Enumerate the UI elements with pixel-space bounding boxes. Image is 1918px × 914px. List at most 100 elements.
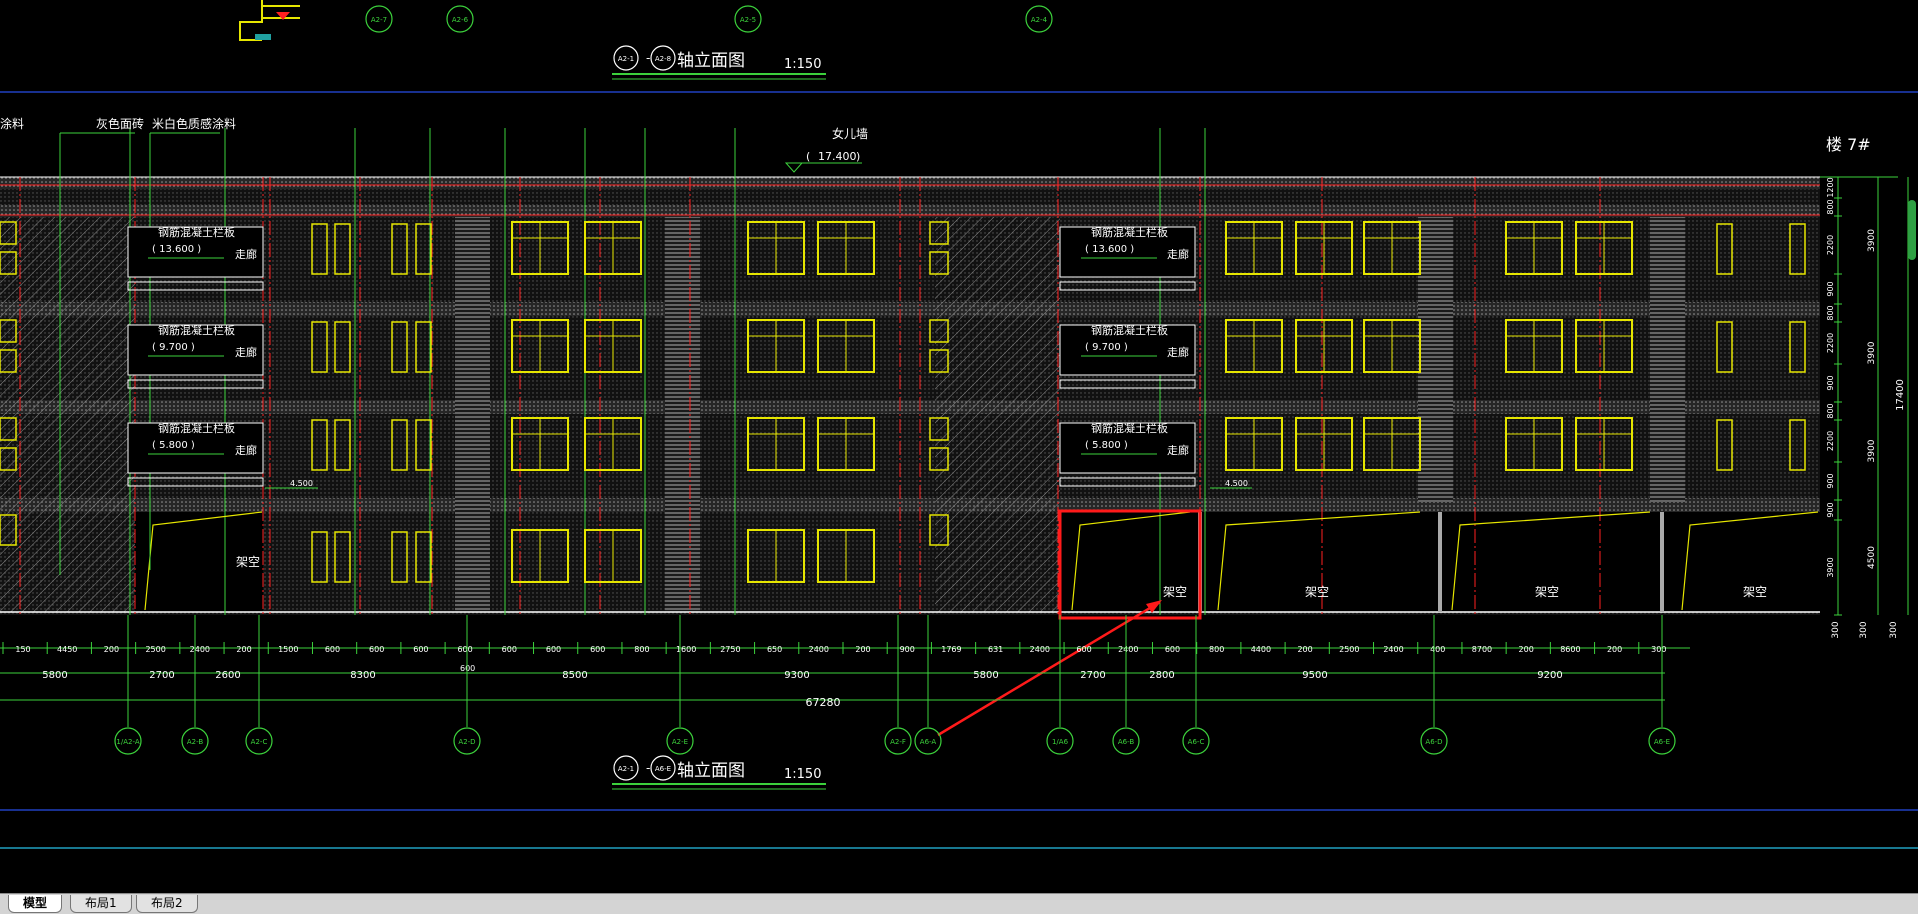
small-window [929,514,949,546]
dim-value: 600 [457,645,472,654]
tab-layout-1[interactable]: 布局1 [70,895,132,913]
dim-value: 2800 [1149,670,1174,681]
dim-value: 2700 [1080,670,1105,681]
dim-value: 1500 [278,645,298,654]
small-window [929,349,949,373]
lower-view-title: A2-1 - A6-E 轴立面图 1:150 [612,755,826,790]
open-space-label-3: 架空 [1305,585,1329,599]
upper-axis-from: A2-1 [618,55,634,63]
axis-bubble-label: 1/A6 [1052,738,1069,746]
dim-value: 8700 [1472,645,1492,654]
small-window [415,531,432,583]
dim-value: 5800 [42,670,67,681]
axis-bubble-label: A6-A [920,738,937,746]
railing-box [1059,226,1196,278]
axis-bubble-label: 1/A2-A [116,738,139,746]
railing-rail [1059,477,1196,487]
parapet-elevation: 17.400 [818,150,857,163]
dim-value: 300 [1859,621,1869,638]
dim-value: 600 [546,645,561,654]
dim-value: 9200 [1537,670,1562,681]
dim-value: 631 [988,645,1003,654]
railing-rail [1059,379,1196,389]
small-window [311,419,328,471]
small-window [311,531,328,583]
axis-bubble-label: A6-E [1654,738,1670,746]
window-group [0,221,1806,583]
building-elevation [0,176,1820,615]
tab-layout-2[interactable]: 布局2 [136,895,198,913]
dim-value: 800 [1209,645,1224,654]
small-window [0,447,17,471]
railing-box [127,324,264,376]
legend-symbol [239,0,300,41]
tab-model[interactable]: 模型 [8,895,63,913]
small-window [311,223,328,275]
corridor-label: 走廊 [1167,443,1189,457]
axis-bubble [245,727,273,755]
axis-bubble-label: A2-D [458,738,475,746]
dim-value: 300 [1831,621,1841,638]
slope-line [1217,511,1421,611]
lower-scale: 1:150 [784,767,821,782]
axis-bubble-label: A2-4 [1031,16,1048,24]
small-window [929,221,949,245]
axis-bubble [914,727,942,755]
small-window [391,223,408,275]
axis-bubble [365,5,393,33]
corridor-label: 走廊 [1167,247,1189,261]
axis-bubble-label: A2-6 [452,16,469,24]
dim-value: 600 [325,645,340,654]
dim-value: 2750 [720,645,740,654]
storey-dim: 3900 [1867,341,1877,364]
parapet-label-group: 女儿墙 ( 17.400 ) [784,126,868,173]
right-total: 17400 [1895,379,1906,411]
small-window [929,447,949,471]
small-window [0,251,17,275]
dim-value: 2400 [1383,645,1403,654]
railing-elevation: ( 9.700 ) [152,342,195,353]
small-window [0,221,17,245]
railing-elevation: ( 13.600 ) [152,244,201,255]
small-window [1789,223,1806,275]
axis-bubble [114,727,142,755]
railing-label: 钢筋混凝土栏板 [158,225,235,239]
dim-value: 150 [15,645,30,654]
railing-label: 钢筋混凝土栏板 [1091,421,1168,435]
building-label: 楼 7# [1826,135,1871,154]
axis-bubble-label: A2-5 [740,16,756,24]
bottom-dim-600: 600 [460,664,475,673]
railing-box [1059,422,1196,474]
dim-value: 900 [900,645,915,654]
storey-dim: 4500 [1867,546,1877,569]
railing-elevation: ( 9.700 ) [1085,342,1128,353]
dim-value: 200 [1519,645,1534,654]
dim-value: 4400 [1251,645,1271,654]
material-label-1: 涂料 [0,116,24,131]
svg-text:(: ( [806,150,810,163]
parapet-label: 女儿墙 [832,126,868,141]
slope-line [1681,511,1819,611]
lower-axis-to: A6-E [655,765,671,773]
first-floor-elevations: 4.500 4.500 [265,479,1252,489]
dim-value: 900 [1826,473,1835,488]
small-window [415,321,432,373]
railing-label: 钢筋混凝土栏板 [158,323,235,337]
small-window [391,531,408,583]
dim-value: 8600 [1560,645,1580,654]
dim-value: 1769 [941,645,961,654]
small-window [0,514,17,546]
cad-drawing-canvas[interactable]: A2-1 - A2-8 轴立面图 1:150 [0,0,1918,893]
railing-elevation: ( 13.600 ) [1085,244,1134,255]
dim-value: 800 [1826,305,1835,320]
corridor-label: 走廊 [1167,345,1189,359]
axis-bubble [1112,727,1140,755]
vertical-scrollbar-thumb[interactable] [1908,200,1916,260]
floor-elevation-left: 4.500 [290,479,313,488]
dim-value: 2200 [1826,431,1835,451]
axis-bubble [1182,727,1210,755]
open-space-label-1: 架空 [236,555,260,569]
bottom-total: 67280 [806,696,841,709]
upper-title-text: 轴立面图 [677,51,745,71]
dim-value: 300 [1889,621,1899,638]
